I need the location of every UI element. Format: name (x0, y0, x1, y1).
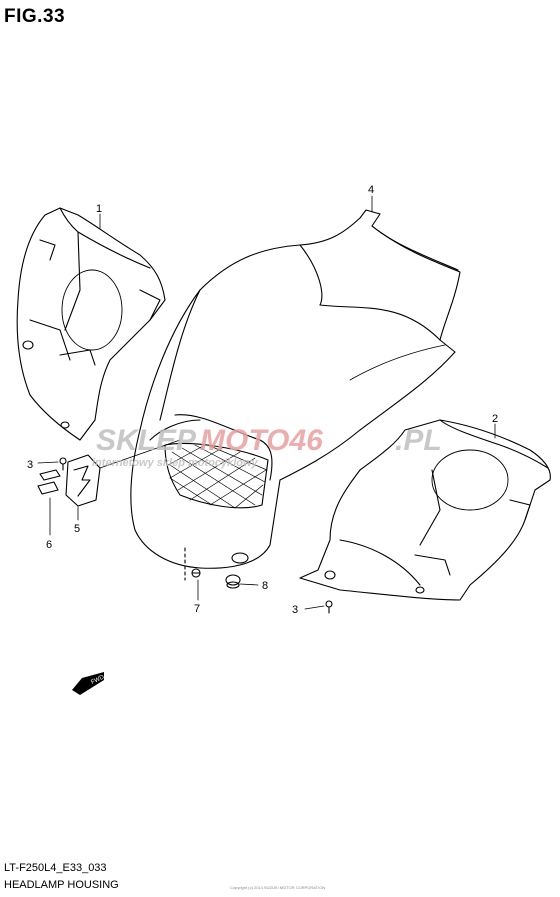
part-2-right-housing (299, 419, 551, 601)
watermark-brand-b: MOTO46 (200, 424, 323, 457)
part-5-bracket (65, 454, 101, 507)
figure-model-code: LT-F250L4_E33_033 (4, 862, 107, 874)
callout-1: 1 (96, 203, 102, 215)
part-3-screw-left (59, 457, 67, 471)
fwd-label: FWD (90, 674, 106, 685)
callout-2: 2 (492, 413, 498, 425)
part-1-left-housing (16, 207, 166, 441)
figure-title: FIG.33 (4, 6, 66, 27)
callout-6: 6 (46, 539, 52, 551)
watermark: SKLEP MOTO46 .PL internetowy sklep motoc… (92, 424, 442, 469)
leader-lines (37, 195, 496, 610)
watermark-brand-a: SKLEP (96, 424, 197, 457)
watermark-brand-c: .PL (395, 424, 442, 457)
callout-7: 7 (194, 603, 200, 615)
watermark-tagline: internetowy sklep motocyklowy (92, 457, 259, 469)
part-3-screw-right (325, 600, 333, 614)
part-7-nut (191, 568, 201, 578)
callout-4: 4 (368, 184, 374, 196)
part-8-grommet (225, 574, 241, 589)
copyright-note: Copyright (c) 2014 SUZUKI MOTOR CORPORAT… (230, 885, 326, 890)
callout-5: 5 (74, 523, 80, 535)
figure-name: HEADLAMP HOUSING (4, 879, 119, 891)
part-4-front-cover (130, 209, 461, 581)
callout-8: 8 (262, 580, 268, 592)
part-6-clip (37, 469, 61, 495)
callout-3-left: 3 (27, 459, 33, 471)
callout-3-right: 3 (292, 604, 298, 616)
fwd-arrow-icon: FWD (72, 672, 106, 695)
